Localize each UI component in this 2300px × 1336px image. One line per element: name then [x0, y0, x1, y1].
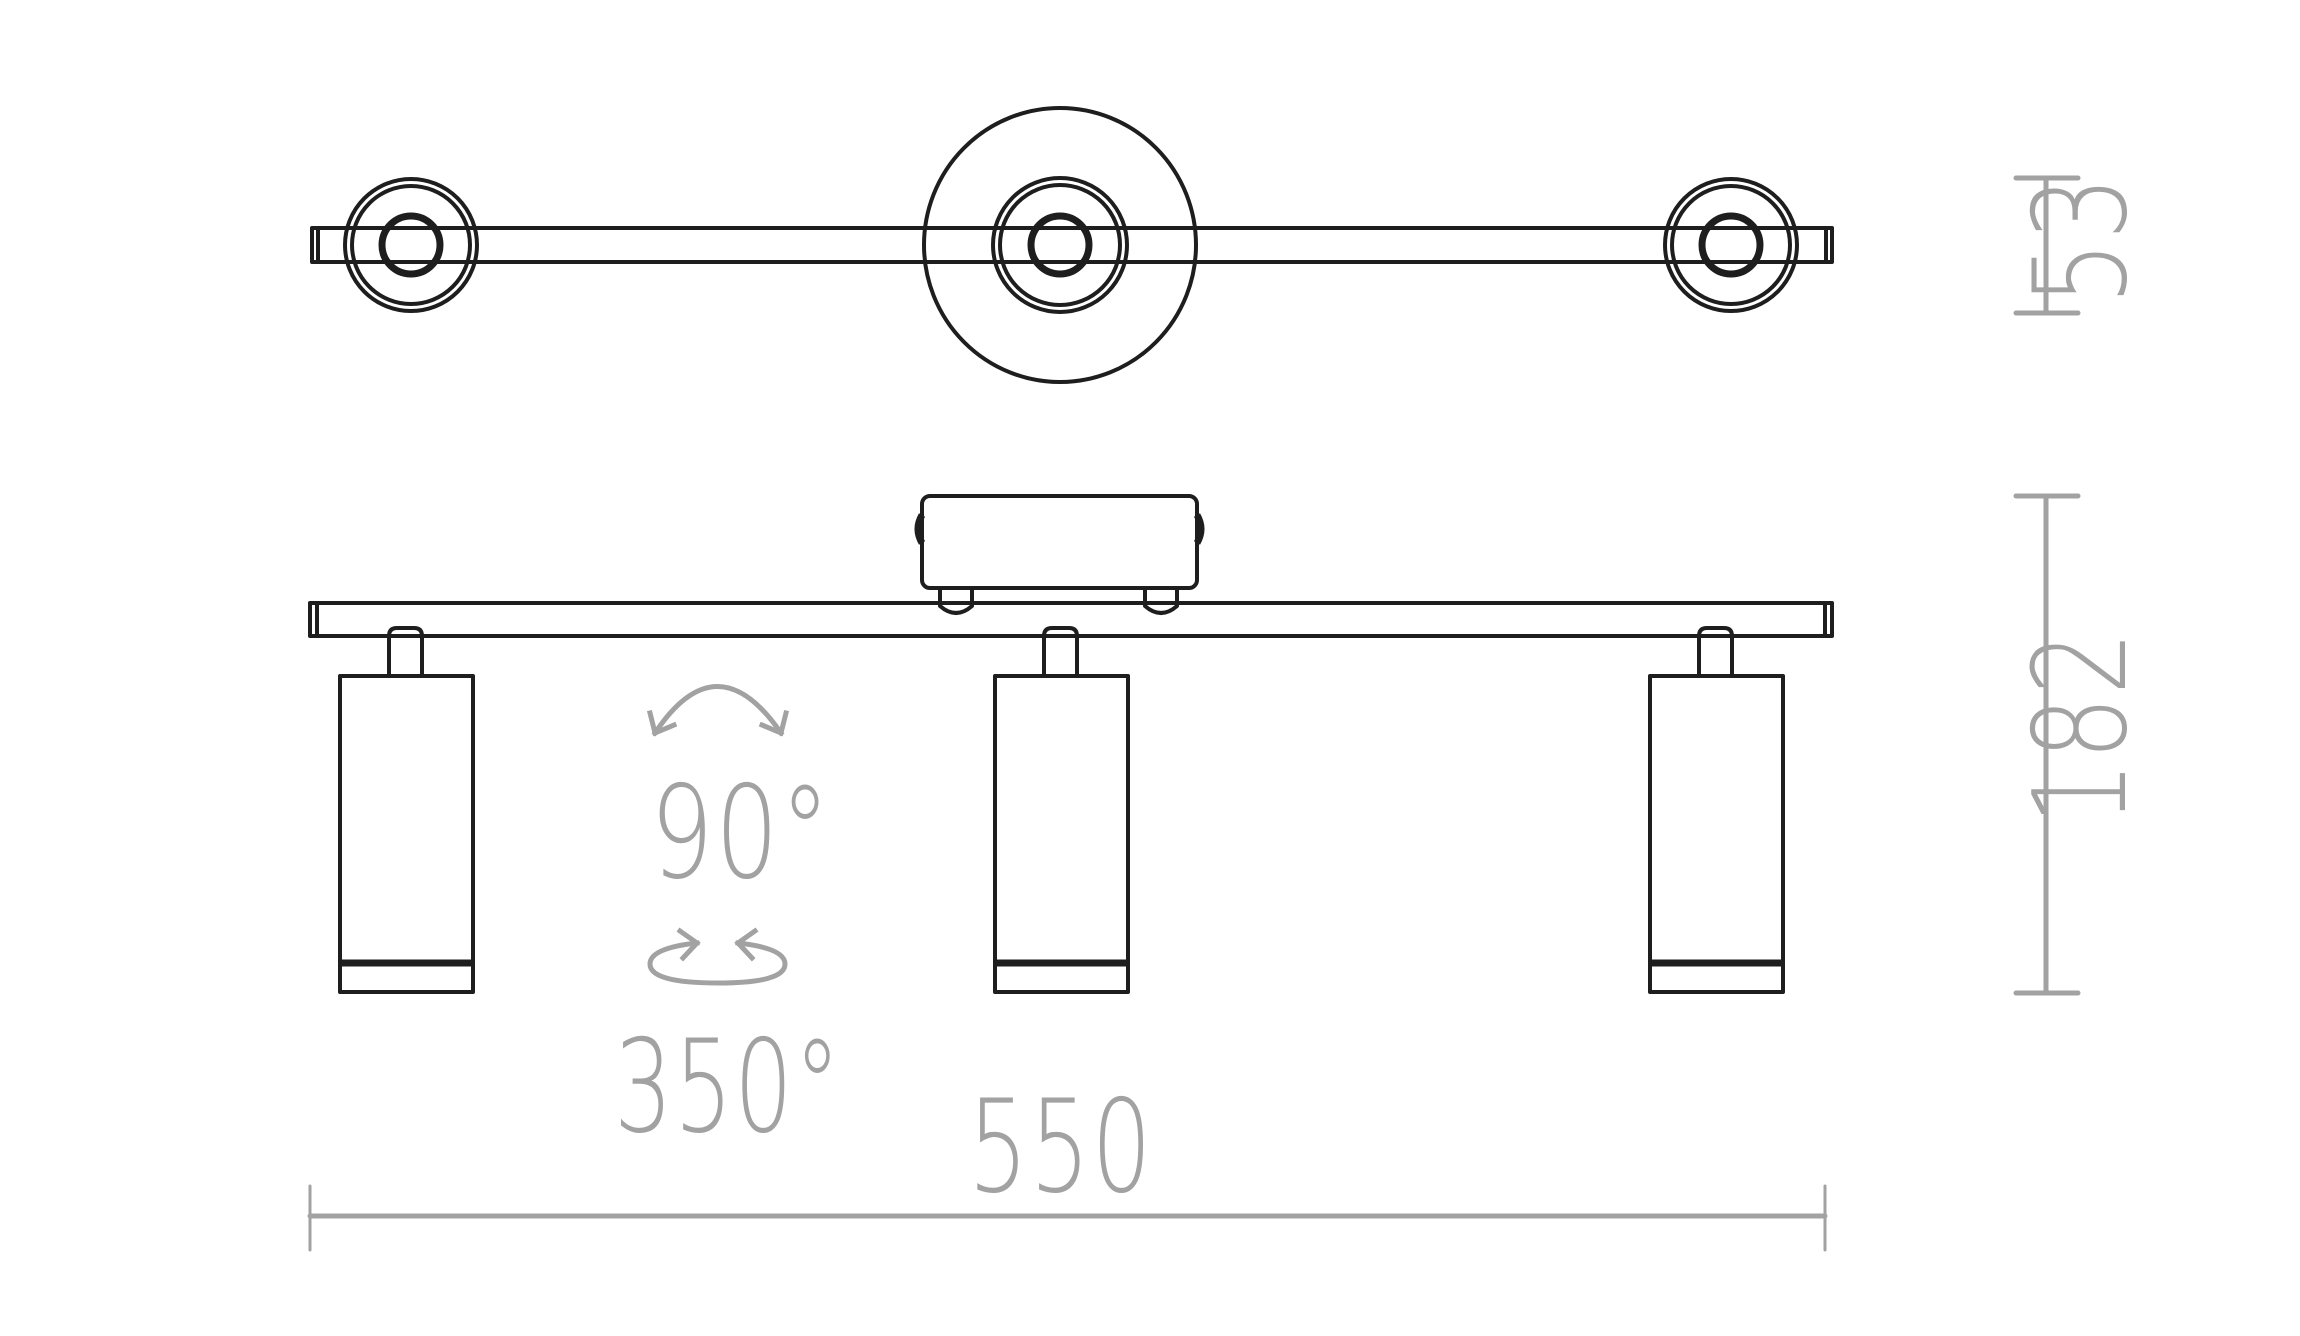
side-spot-left — [338, 626, 475, 994]
dimension-550 — [307, 1184, 1828, 1252]
canopy-foot-left — [938, 586, 974, 615]
top-spot-center — [991, 176, 1129, 314]
canopy-screw-right — [1193, 513, 1205, 545]
height-dimension-label: 182 — [2007, 629, 2156, 825]
top-spot-right — [1663, 177, 1799, 313]
width-dimension-label: 550 — [968, 1073, 1154, 1222]
side-spot-right — [1648, 626, 1785, 994]
side-bar — [308, 601, 1834, 638]
top-spot-left — [343, 177, 479, 313]
canopy-screw-left — [914, 513, 926, 545]
tilt-angle-label: 90° — [650, 759, 832, 908]
dimension-182 — [2013, 493, 2081, 996]
canopy-box — [920, 494, 1199, 590]
dimension-53 — [2013, 175, 2081, 316]
side-spot-center — [993, 626, 1130, 994]
canopy-foot-right — [1143, 586, 1179, 615]
swivel-ellipse-arrows-icon — [647, 927, 788, 986]
swivel-angle-label: 350° — [614, 1013, 842, 1162]
top-bar — [310, 226, 1834, 264]
canopy-disc — [922, 106, 1198, 384]
top-view — [310, 106, 1834, 384]
side-view — [308, 494, 1834, 994]
depth-dimension-label: 53 — [2007, 174, 2156, 305]
tilt-arc-arrows-icon — [646, 684, 790, 737]
